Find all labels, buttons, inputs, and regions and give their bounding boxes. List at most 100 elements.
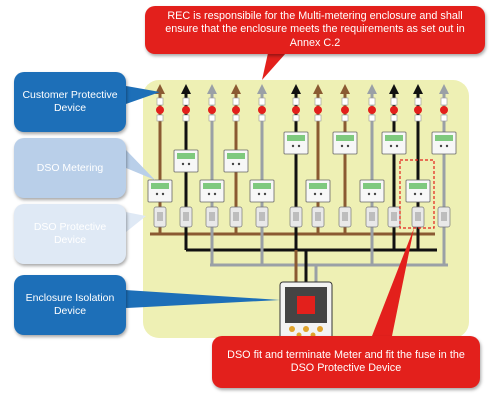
fuse-red-indicator — [414, 106, 422, 114]
meter-icon — [249, 179, 275, 203]
arrow-up-icon — [313, 84, 323, 94]
enclosure-isolation-device-label: Enclosure Isolation Device — [14, 275, 126, 335]
cutout-icon — [411, 206, 425, 228]
meter-icon — [359, 179, 385, 203]
fuse-red-indicator — [440, 106, 448, 114]
arrow-up-icon — [155, 84, 165, 94]
fuse-base — [182, 114, 190, 122]
arrow-up-icon — [291, 84, 301, 94]
cutout-fuse — [369, 212, 375, 221]
circuit-8 — [332, 84, 358, 234]
meter-led — [319, 192, 323, 196]
meter-icon — [332, 131, 358, 155]
cutout-fuse — [342, 212, 348, 221]
fuse-base — [341, 114, 349, 122]
meter-icon — [173, 149, 199, 173]
fuse-base — [440, 114, 448, 122]
highlighted-supply-outline — [399, 159, 435, 229]
cutout-fuse — [183, 212, 189, 221]
arrow-up-icon — [439, 84, 449, 94]
arrow-up-icon — [257, 84, 267, 94]
fuse-base — [258, 114, 266, 122]
meter-display — [177, 153, 195, 159]
meter-led — [237, 162, 241, 166]
circuit-11 — [405, 84, 431, 250]
cutout-icon — [179, 206, 193, 228]
fuse-icon — [182, 97, 190, 106]
arrow-up-icon — [340, 84, 350, 94]
meter-led — [439, 144, 443, 148]
fuse-red-indicator — [156, 106, 164, 114]
cutout-icon — [153, 206, 167, 228]
circuit-7 — [305, 84, 331, 234]
meter-led — [389, 144, 393, 148]
meter-led — [257, 192, 261, 196]
meter-display — [287, 135, 305, 141]
meter-led — [313, 192, 317, 196]
isolator-switch-icon — [279, 281, 333, 341]
dso-metering-label: DSO Metering — [14, 138, 126, 198]
cutout-fuse — [315, 212, 321, 221]
fuse-icon — [208, 97, 216, 106]
meter-display — [203, 183, 221, 189]
meter-display — [435, 135, 453, 141]
fuse-red-indicator — [314, 106, 322, 114]
fuse-red-indicator — [182, 106, 190, 114]
fuse-base — [156, 114, 164, 122]
circuit-12 — [431, 84, 457, 265]
meter-icon — [283, 131, 309, 155]
meter-icon — [223, 149, 249, 173]
cutout-icon — [229, 206, 243, 228]
circuit-1 — [147, 84, 173, 234]
fuse-base — [314, 114, 322, 122]
meter-led — [263, 192, 267, 196]
meter-led — [187, 162, 191, 166]
fuse-base — [390, 114, 398, 122]
dso-fit-callout-pointer — [372, 228, 414, 336]
fuse-icon — [292, 97, 300, 106]
meter-led — [181, 162, 185, 166]
arrow-up-icon — [207, 84, 217, 94]
meter-led — [213, 192, 217, 196]
meter-display — [385, 135, 403, 141]
cutout-fuse — [157, 212, 163, 221]
arrow-up-icon — [413, 84, 423, 94]
enclosure-isolation-pointer — [126, 290, 280, 308]
rec-callout-pointer — [262, 53, 286, 80]
meter-led — [395, 144, 399, 148]
fuse-red-indicator — [232, 106, 240, 114]
circuit-4 — [223, 84, 249, 234]
rec-callout: REC is responsibile for the Multi-meteri… — [145, 6, 485, 54]
fuse-base — [414, 114, 422, 122]
cutout-icon — [338, 206, 352, 228]
fuse-red-indicator — [208, 106, 216, 114]
fuse-icon — [258, 97, 266, 106]
cutout-fuse — [441, 212, 447, 221]
cutout-icon — [311, 206, 325, 228]
circuit-6 — [283, 84, 309, 250]
meter-led — [413, 192, 417, 196]
fuse-base — [232, 114, 240, 122]
meter-display — [151, 183, 169, 189]
cutout-fuse — [391, 212, 397, 221]
meter-icon — [431, 131, 457, 155]
meter-led — [297, 144, 301, 148]
fuse-icon — [390, 97, 398, 106]
cutout-fuse — [293, 212, 299, 221]
arrow-up-icon — [231, 84, 241, 94]
fuse-red-indicator — [292, 106, 300, 114]
cutout-fuse — [415, 212, 421, 221]
arrow-up-icon — [389, 84, 399, 94]
dso-fit-callout: DSO fit and terminate Meter and fit the … — [212, 336, 480, 388]
cutout-icon — [289, 206, 303, 228]
meter-led — [207, 192, 211, 196]
meter-display — [309, 183, 327, 189]
fuse-red-indicator — [368, 106, 376, 114]
circuits — [147, 84, 457, 265]
customer-protective-pointer — [126, 86, 160, 104]
meter-display — [253, 183, 271, 189]
meter-display — [409, 183, 427, 189]
fuse-icon — [156, 97, 164, 106]
meter-display — [227, 153, 245, 159]
